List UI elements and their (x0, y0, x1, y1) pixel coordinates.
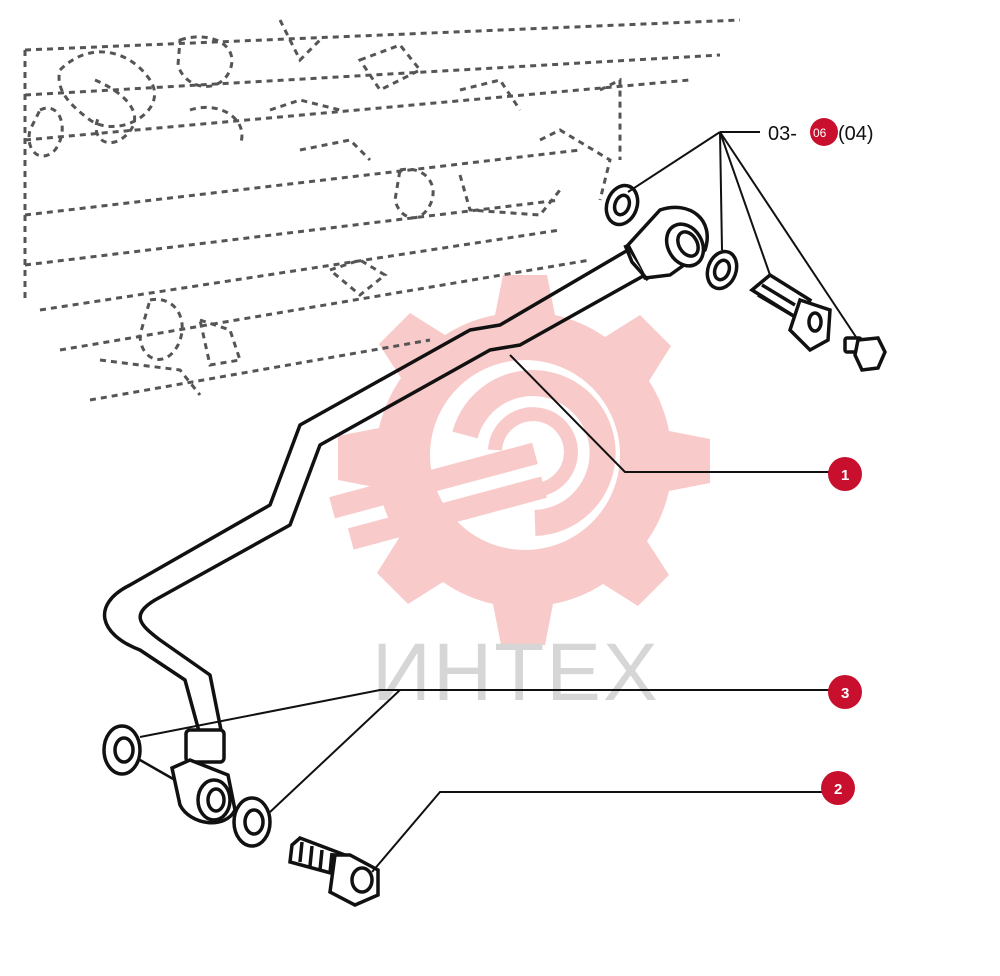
washer-top-right (705, 249, 739, 291)
watermark-text: ИНТЕХ (372, 627, 660, 718)
callout-1[interactable]: 1 (828, 457, 862, 491)
reference-badge-text: 06 (813, 126, 827, 140)
washer-top-left (604, 183, 640, 227)
banjo-fitting-top (623, 205, 709, 282)
pipe-assembly (102, 248, 646, 736)
engine-block-outline (23, 18, 741, 402)
callout-3-number: 3 (841, 685, 849, 702)
reference-code: 03- 06 (04) (768, 118, 874, 146)
callout-3[interactable]: 3 (828, 675, 862, 709)
watermark-gear-icon (329, 275, 710, 645)
reference-badge (810, 118, 838, 146)
callout-2-number: 2 (834, 781, 842, 798)
callout-2[interactable]: 2 (821, 771, 855, 805)
banjo-bolt-top (749, 272, 832, 353)
banjo-fitting-bottom (169, 728, 237, 825)
washer-alignment-line (139, 758, 176, 782)
callout-1-number: 1 (841, 467, 849, 484)
washer-bottom-right (232, 796, 272, 848)
washer-bottom-left (102, 724, 142, 776)
reference-suffix: (04) (838, 123, 874, 145)
small-bolt-top (843, 336, 887, 372)
reference-prefix: 03- (768, 123, 797, 145)
leader-lines (139, 131, 859, 873)
banjo-bolt-bottom (288, 835, 380, 907)
